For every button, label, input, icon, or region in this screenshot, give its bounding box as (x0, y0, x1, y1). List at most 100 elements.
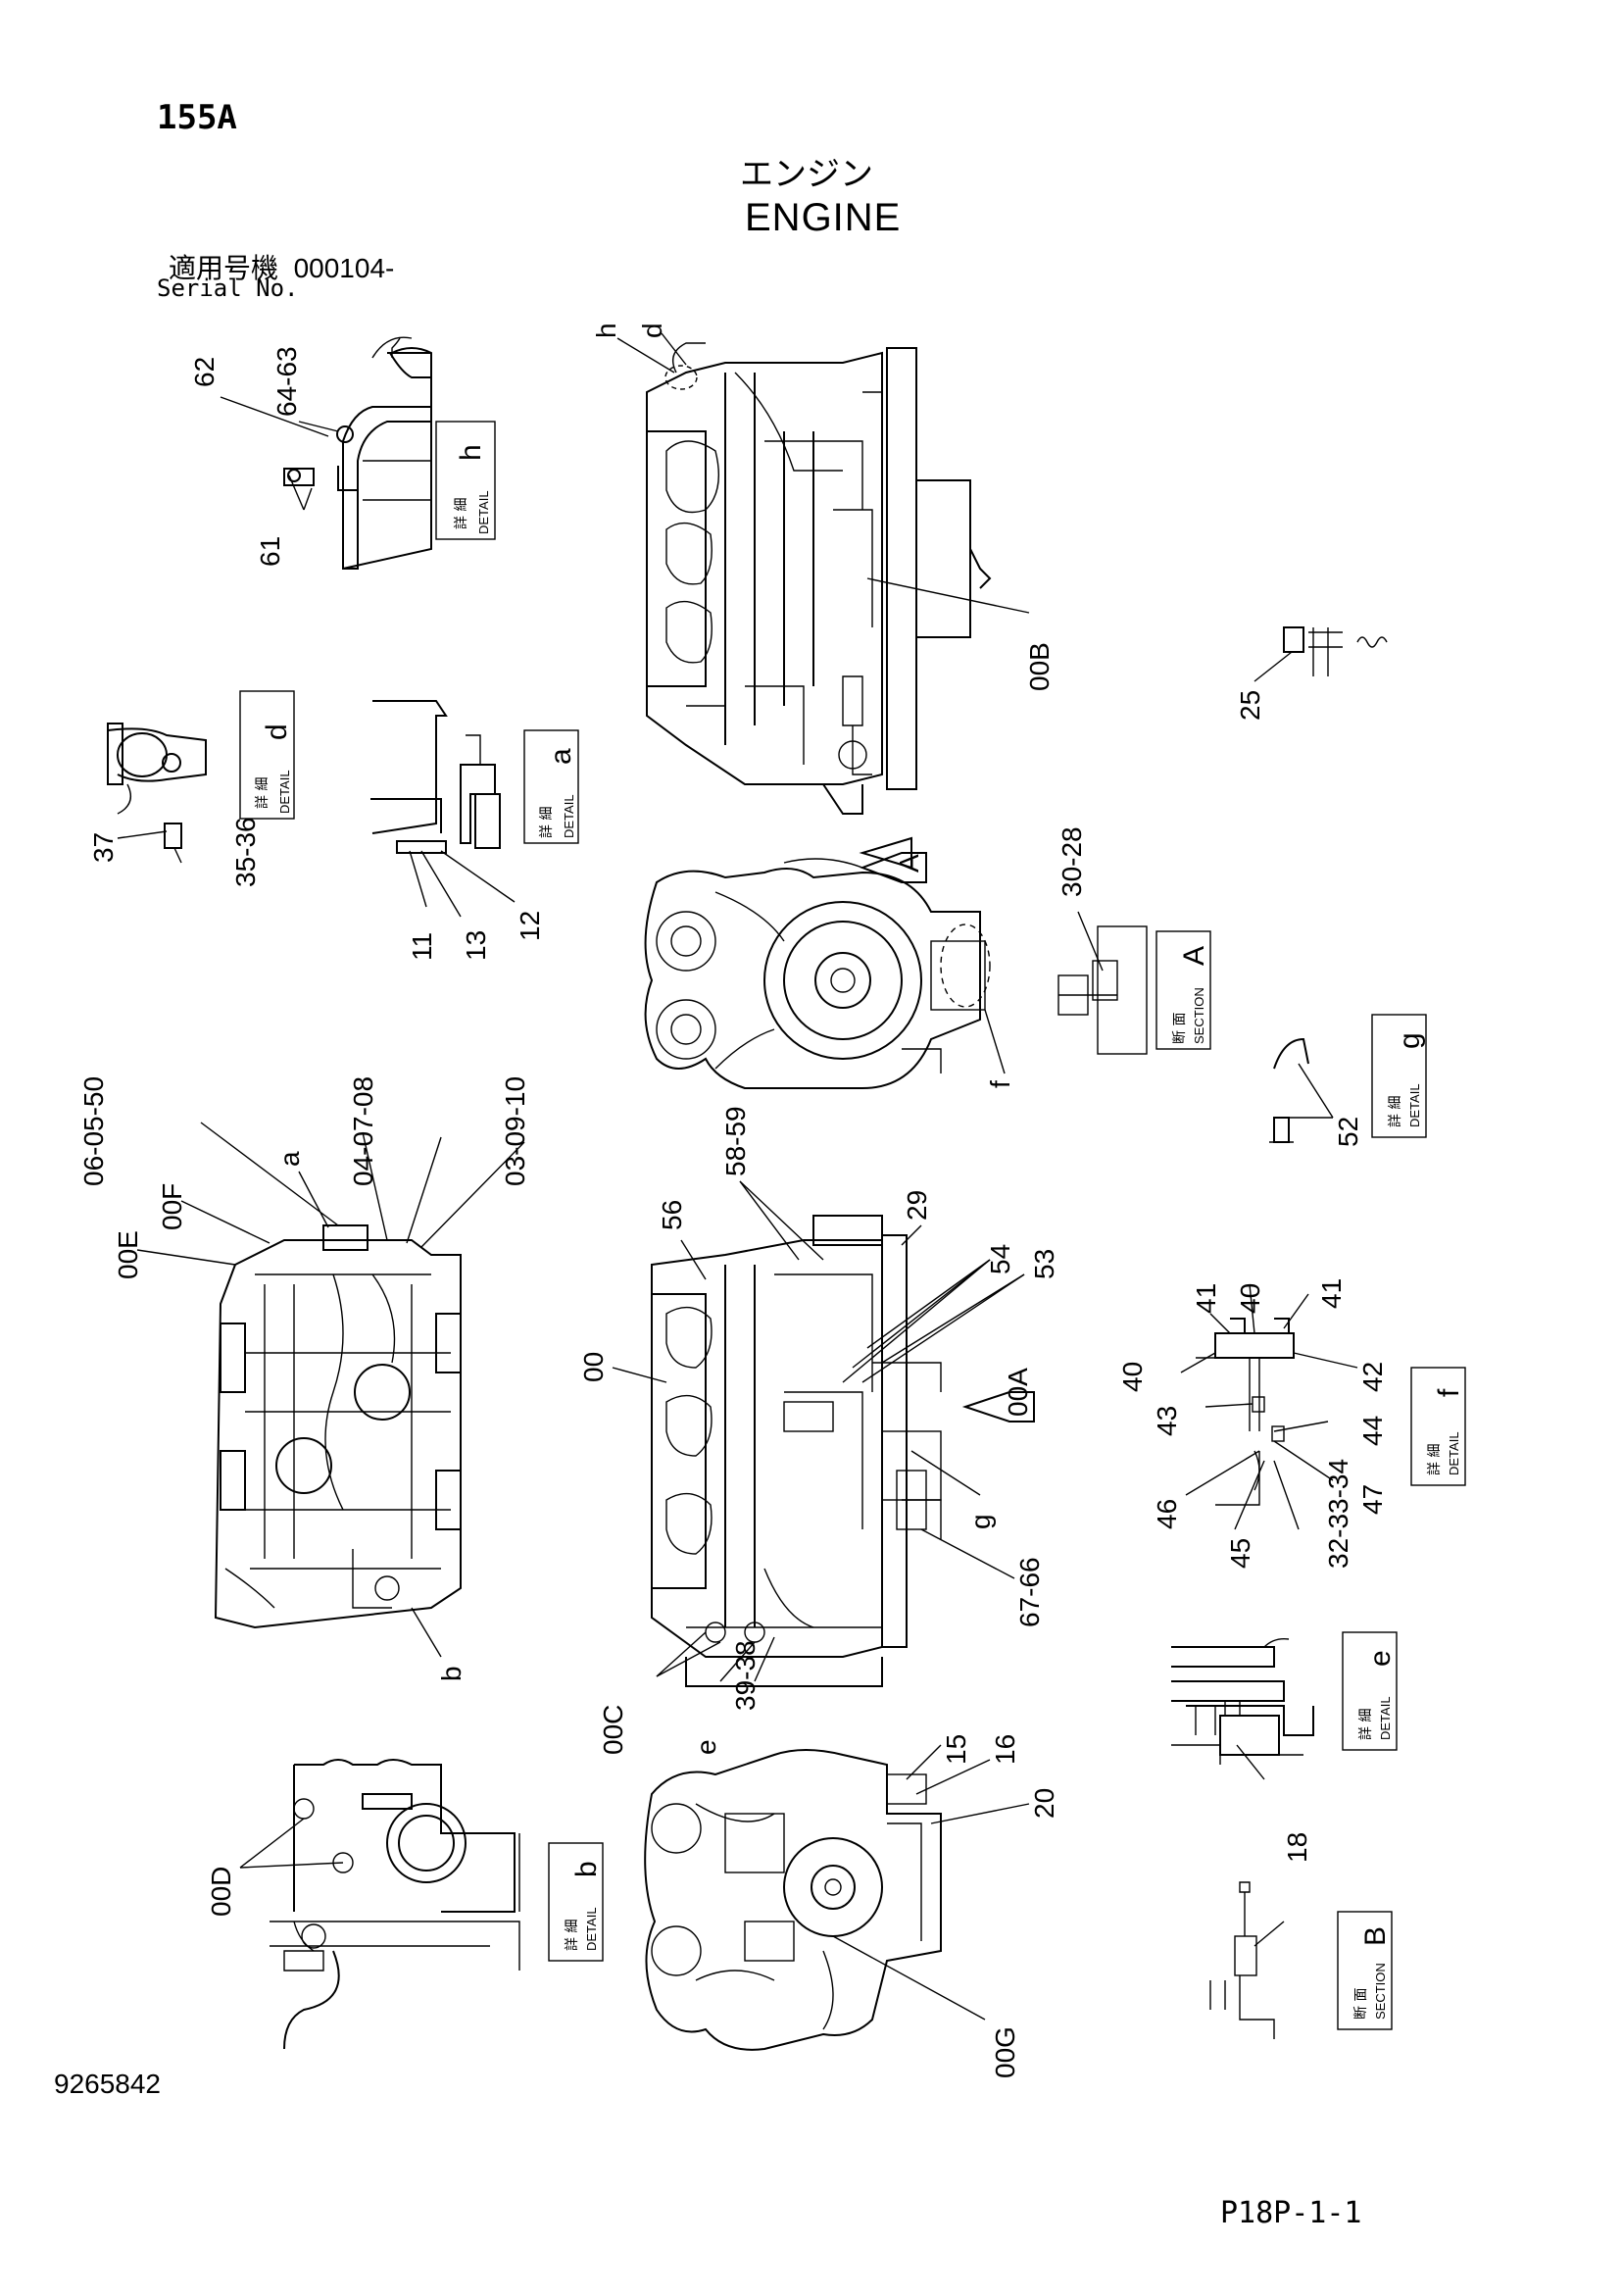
callout-16: 20 (1029, 1788, 1059, 1819)
callout-11: 11 (407, 932, 437, 961)
section-a-box (1097, 925, 1148, 1055)
detail-d-box: 詳 細 DETAIL d (239, 690, 295, 820)
detail-e-sketch (1171, 1637, 1314, 1780)
callout-06-05-50: 06-05-50 (78, 1076, 109, 1186)
title-english: ENGINE (745, 196, 902, 239)
callout-47: 45 (1225, 1538, 1255, 1569)
engine-front-view (644, 836, 991, 1089)
callout-37: 37 (88, 832, 119, 863)
detail-d-sketch (107, 723, 207, 849)
callout-53: 53 (1029, 1249, 1059, 1279)
callout-18: 15 (941, 1734, 971, 1765)
callout-13: 13 (461, 930, 491, 961)
callout-32-33-34: 18 (1282, 1832, 1312, 1863)
detail-a-leaders (409, 850, 516, 918)
section-b-box: 断 面 SECTION B (1337, 1911, 1393, 2030)
detail-d-leaders (117, 830, 182, 864)
engine-rear-leaders (832, 1744, 1030, 2021)
serial-label-jp: 適用号機 (169, 253, 279, 283)
detail-b-letter: b (570, 1861, 603, 1877)
detail-h-kanji: 詳 細 (454, 498, 469, 529)
callout-00C: e (691, 1739, 721, 1755)
engine-rear-view (644, 1749, 942, 2051)
engine-top-view (646, 342, 992, 815)
detail-d-kanji: 詳 細 (255, 777, 270, 809)
section-arrow-b (961, 1391, 1035, 1423)
callout-45: 32-33-34 (1323, 1459, 1353, 1569)
detail-e-box: 詳 細 DETAIL e (1342, 1631, 1398, 1751)
callout-a: a (274, 1151, 305, 1167)
detail-f-box: 詳 細 DETAIL f (1410, 1367, 1466, 1486)
detail-a-letter: a (545, 748, 577, 765)
callout-67-66: 00C (598, 1705, 628, 1755)
detail-b-leaders (239, 1818, 344, 1869)
section-b-kanji: 断 面 (1353, 1988, 1369, 2020)
callout-section-b: 00A (1003, 1368, 1033, 1417)
callout-25: 25 (1235, 690, 1265, 721)
detail-b-box: 詳 細 DETAIL b (548, 1842, 604, 1962)
callout-62: 62 (189, 357, 220, 387)
callout-56: 56 (657, 1200, 687, 1230)
callout-41-a: 40 (1235, 1283, 1265, 1314)
serial-label-english: Serial No. (157, 275, 299, 302)
section-a-label-box: 断 面 SECTION A (1155, 930, 1211, 1050)
engine-side-leaders (612, 1180, 1025, 1682)
detail-a-kind: DETAIL (562, 794, 576, 838)
detail-f-kind: DETAIL (1447, 1431, 1461, 1475)
detail-f-kanji: 詳 細 (1427, 1444, 1443, 1475)
detail-g-box: 詳 細 DETAIL g (1371, 1014, 1427, 1138)
callout-00D: 00G (990, 2026, 1020, 2078)
section-a-letter: A (1178, 946, 1210, 966)
callout-30-28: 30-28 (1057, 826, 1087, 897)
callout-00: 00 (578, 1352, 609, 1382)
detail-g-kind: DETAIL (1407, 1083, 1422, 1127)
callout-f: f (985, 1080, 1015, 1088)
serial-label-japanese: 適用号機 000104- (169, 247, 394, 286)
page-reference: P18P-1-1 (1220, 2196, 1362, 2230)
callout-61: 61 (255, 536, 285, 567)
callout-03-09-10: 03-09-10 (500, 1076, 530, 1186)
callout-42: 43 (1152, 1406, 1182, 1436)
callout-04-07-08: 04-07-08 (348, 1076, 378, 1186)
detail-f-sketch (1196, 1318, 1295, 1506)
section-a-sketch (1057, 911, 1118, 1016)
callout-40-a: 41 (1191, 1283, 1221, 1314)
detail-h-letter: h (455, 444, 487, 461)
callout-00A: 67-66 (1014, 1557, 1045, 1627)
detail-h-kind: DETAIL (476, 490, 491, 534)
callout-40-b: 41 (1316, 1278, 1347, 1309)
detail-d-letter: d (261, 724, 293, 740)
detail-e-kanji: 詳 細 (1358, 1709, 1374, 1740)
section-b-sketch (1209, 1881, 1285, 2039)
callout-58-59: 58-59 (720, 1106, 751, 1176)
section-b-kind: SECTION (1373, 1963, 1388, 2020)
detail-b-sketch (270, 1759, 520, 2050)
engine-left-view (214, 1224, 462, 1629)
section-arrow-a (860, 852, 927, 883)
detail-e-letter: e (1364, 1650, 1397, 1667)
detail-a-kanji: 詳 細 (539, 807, 555, 838)
callout-e: 39-38 (730, 1640, 761, 1711)
detail-f-letter: f (1433, 1388, 1465, 1397)
detail-b-kind: DETAIL (584, 1907, 599, 1951)
detail-b-kanji: 詳 細 (565, 1920, 580, 1951)
title-japanese: エンジン (740, 156, 873, 193)
callout-44: 46 (1152, 1499, 1182, 1529)
callout-29: 29 (902, 1190, 932, 1221)
detail-f-leaders (1180, 1283, 1358, 1530)
callout-54: 54 (985, 1244, 1015, 1274)
engine-side-view (651, 1215, 942, 1687)
callout-section-a: A (894, 854, 924, 873)
callout-52: 52 (1333, 1117, 1363, 1147)
part-25-sketch (1253, 626, 1388, 682)
callout-46: 47 (1357, 1484, 1388, 1515)
callout-00F: 00F (157, 1183, 187, 1230)
callout-39-38: 40 (1117, 1362, 1148, 1392)
callout-15: 16 (990, 1734, 1020, 1765)
drawing-number: 9265842 (54, 2069, 162, 2099)
callout-d: d (637, 323, 667, 338)
callout-41-b: 42 (1357, 1362, 1388, 1392)
page-code: 155A (157, 98, 237, 137)
detail-h-sketch (283, 336, 432, 570)
